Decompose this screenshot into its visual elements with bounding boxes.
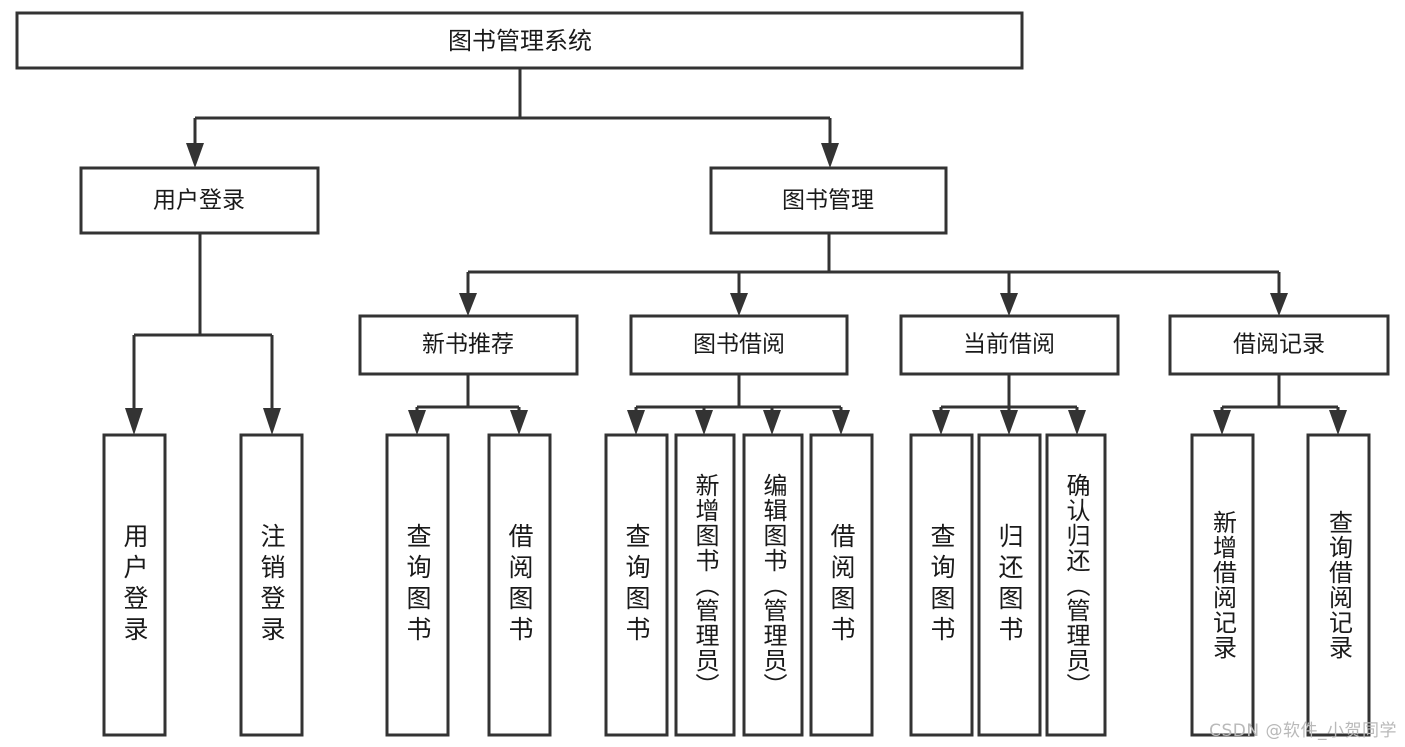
arrow-head-user-leaf-1	[125, 408, 143, 435]
node-current-borrow-box[interactable]	[899, 314, 1120, 376]
node-borrow-record[interactable]: 借阅记录	[1168, 314, 1390, 376]
node-current-borrow-label: 当前借阅	[963, 332, 1055, 358]
arrow-head-bookmgmt-3	[1000, 293, 1018, 316]
arrow-head-current-2	[1000, 410, 1018, 435]
arrow-head-current-3	[1068, 410, 1086, 435]
leaf-box-logout[interactable]	[239, 433, 304, 737]
leaf-box-borrow-book-1[interactable]	[487, 433, 552, 737]
node-book-management-label: 图书管理	[782, 188, 874, 214]
node-new-book-recommend[interactable]: 新书推荐	[358, 314, 579, 376]
leaf-box-add-book[interactable]	[674, 433, 736, 737]
arrow-head-borrow-2	[695, 410, 713, 435]
arrow-head-borrow-1	[627, 410, 645, 435]
node-current-borrow[interactable]: 当前借阅	[899, 314, 1120, 376]
arrow-head-borrow-3	[763, 410, 781, 435]
node-root-box[interactable]	[15, 11, 1024, 70]
leaf-box-confirm-return[interactable]	[1045, 433, 1107, 737]
arrow-head-newbook-2	[510, 410, 528, 435]
arrow-head-bookmgmt-1	[459, 293, 477, 316]
node-borrow-record-label: 借阅记录	[1233, 332, 1325, 358]
node-root[interactable]: 图书管理系统	[15, 11, 1024, 70]
leaf-box-query-book-2[interactable]	[604, 433, 669, 737]
leaf-box-borrow-book-2[interactable]	[809, 433, 874, 737]
arrow-head-bookmgmt-2	[730, 293, 748, 316]
connector-group-user-login	[125, 233, 281, 435]
arrow-head-borrow-4	[832, 410, 850, 435]
node-user-login-label: 用户登录	[153, 188, 245, 214]
csdn-watermark: CSDN @软件_小贺同学	[1209, 721, 1397, 741]
arrow-head-user-leaf-2	[263, 408, 281, 435]
node-book-borrow-label: 图书借阅	[693, 332, 785, 358]
leaf-box-query-book-3[interactable]	[909, 433, 974, 737]
arrow-head-root-to-user	[186, 143, 204, 168]
connector-group-borrow-record	[1213, 374, 1347, 435]
arrow-head-record-2	[1329, 410, 1347, 435]
connector-group-root	[186, 68, 839, 168]
node-user-login[interactable]: 用户登录	[79, 166, 320, 235]
connector-group-current-borrow	[932, 374, 1086, 435]
node-book-borrow[interactable]: 图书借阅	[629, 314, 849, 376]
connector-group-book-mgmt	[459, 233, 1288, 316]
leaf-box-group	[102, 433, 1371, 737]
node-book-management[interactable]: 图书管理	[709, 166, 948, 235]
node-book-management-box[interactable]	[709, 166, 948, 235]
node-user-login-box[interactable]	[79, 166, 320, 235]
leaf-box-query-book-1[interactable]	[385, 433, 450, 737]
leaf-box-add-borrow-record[interactable]	[1190, 433, 1255, 737]
connector-group-borrow	[627, 374, 850, 435]
node-new-book-recommend-box[interactable]	[358, 314, 579, 376]
arrow-head-bookmgmt-4	[1270, 293, 1288, 316]
node-book-borrow-box[interactable]	[629, 314, 849, 376]
leaf-box-edit-book[interactable]	[742, 433, 804, 737]
node-new-book-recommend-label: 新书推荐	[422, 332, 514, 358]
arrow-head-root-to-book	[821, 143, 839, 168]
node-root-label: 图书管理系统	[448, 27, 592, 55]
leaf-box-user-login[interactable]	[102, 433, 167, 737]
arrow-head-newbook-1	[408, 410, 426, 435]
leaf-box-return-book[interactable]	[977, 433, 1042, 737]
node-borrow-record-box[interactable]	[1168, 314, 1390, 376]
leaf-box-query-borrow-record[interactable]	[1306, 433, 1371, 737]
connector-group-new-book	[408, 374, 528, 435]
arrow-head-current-1	[932, 410, 950, 435]
arrow-head-record-1	[1213, 410, 1231, 435]
